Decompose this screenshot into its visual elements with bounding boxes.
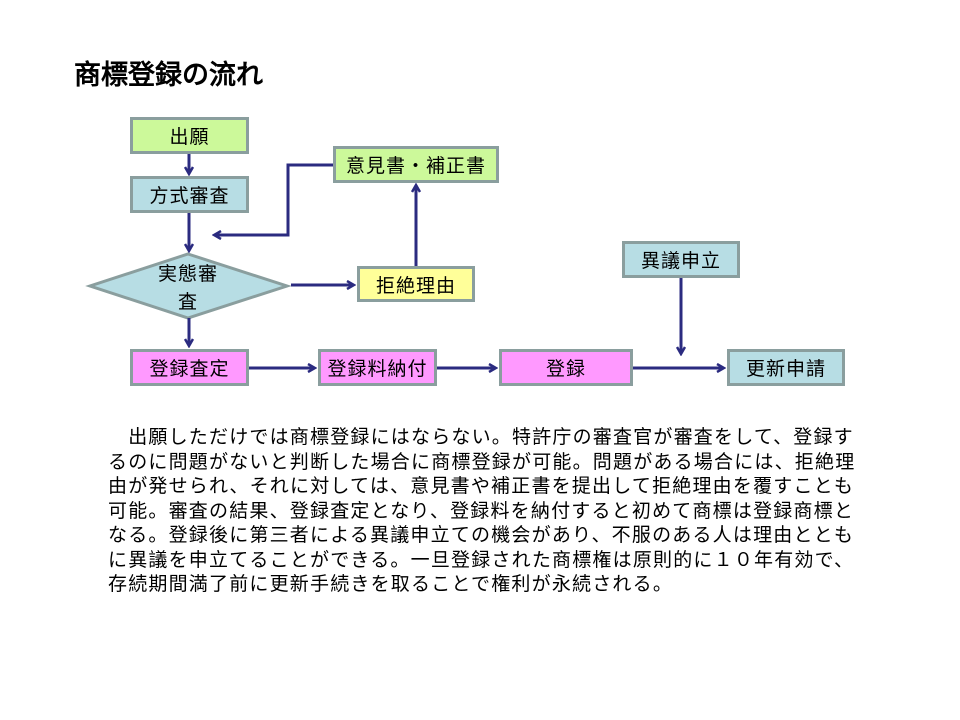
node-rejection-reason: 拒絶理由 bbox=[357, 266, 475, 302]
node-opposition: 異議申立 bbox=[622, 241, 740, 278]
node-opinion-amendment: 意見書・補正書 bbox=[333, 146, 499, 183]
description-line: に異議を申立てることができる。一旦登録された商標権は原則的に１０年有効で、 bbox=[108, 548, 855, 571]
description-line: 可能。審査の結果、登録査定となり、登録料を納付すると初めて商標は登録商標と bbox=[108, 499, 855, 522]
node-registration-decision: 登録査定 bbox=[130, 349, 249, 386]
node-registration-decision-label: 登録査定 bbox=[149, 358, 230, 380]
node-registration: 登録 bbox=[499, 349, 633, 386]
description-line: 出願しただけでは商標登録にはならない。特許庁の審査官が審査をして、登録す bbox=[108, 426, 854, 448]
node-formality-exam-label: 方式審査 bbox=[149, 185, 230, 207]
description-paragraph: 出願しただけでは商標登録にはならない。特許庁の審査官が審査をして、登録す るのに… bbox=[108, 425, 908, 597]
node-application-label: 出願 bbox=[169, 126, 210, 148]
description-line: なる。登録後に第三者による異議申立ての機会があり、不服のある人は理由ととも bbox=[108, 524, 855, 546]
node-fee-payment: 登録料納付 bbox=[318, 349, 437, 386]
node-formality-exam: 方式審査 bbox=[130, 176, 249, 213]
description-line: 由が発せられ、それに対しては、意見書や補正書を提出して拒絶理由を覆すことも bbox=[108, 475, 855, 497]
description-line: 存続期間満了前に更新手続きを取ることで権利が永続される。 bbox=[108, 573, 674, 595]
substantive-exam-line1: 実態審 bbox=[157, 263, 218, 285]
node-renewal: 更新申請 bbox=[727, 349, 845, 386]
node-substantive-exam-label: 実態審 査 bbox=[138, 260, 238, 316]
substantive-exam-line2: 査 bbox=[177, 291, 198, 313]
node-opinion-amendment-label: 意見書・補正書 bbox=[345, 155, 486, 177]
description-line: るのに問題がないと判断した場合に商標登録が可能。問題がある場合には、拒絶理 bbox=[108, 450, 856, 473]
node-renewal-label: 更新申請 bbox=[745, 358, 826, 380]
node-application: 出願 bbox=[130, 117, 249, 154]
node-fee-payment-label: 登録料納付 bbox=[327, 358, 428, 380]
page-title: 商標登録の流れ bbox=[74, 60, 263, 91]
node-registration-label: 登録 bbox=[545, 358, 586, 380]
node-rejection-reason-label: 拒絶理由 bbox=[375, 274, 456, 297]
node-opposition-label: 異議申立 bbox=[640, 250, 721, 272]
arrow-opinion-to-substantive bbox=[214, 163, 333, 235]
